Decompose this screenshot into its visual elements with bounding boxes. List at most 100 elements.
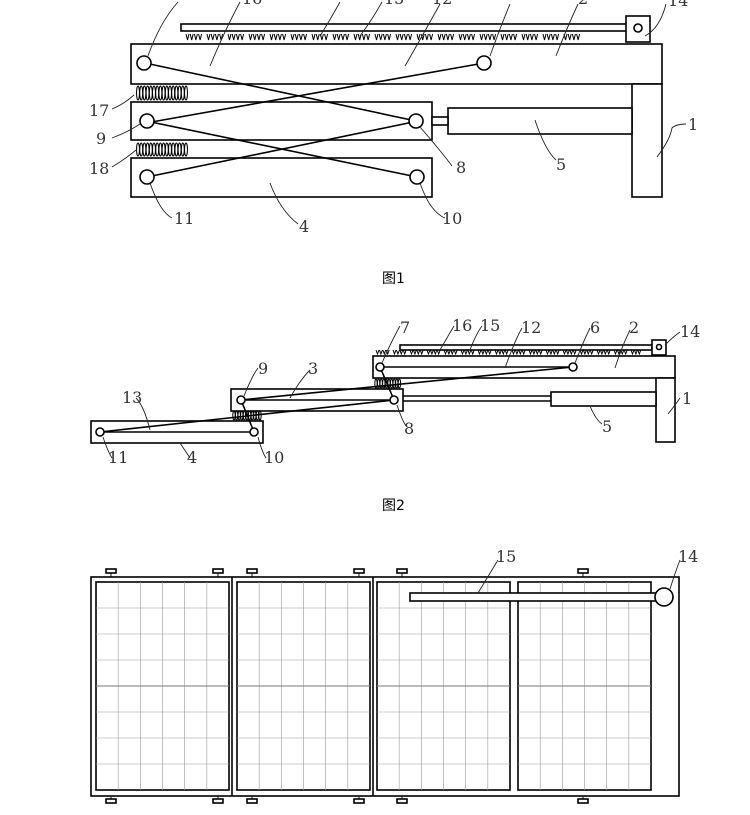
fig2-label-5: 5	[602, 417, 612, 436]
fig1-actuator-cylinder	[447, 107, 633, 135]
bristle-tufts	[375, 349, 642, 356]
fig1-bottom-panel	[130, 157, 433, 198]
fig1-top-panel	[130, 43, 663, 85]
fig1-label-10: 10	[442, 209, 462, 228]
mount-clip-bottom	[105, 798, 117, 804]
fig2-guide-rail	[399, 344, 653, 351]
spring-17-coil	[171, 85, 176, 101]
spring-17-coil	[142, 85, 147, 101]
mount-clip-top	[212, 568, 224, 574]
fig3-wiper-rail	[409, 592, 667, 602]
fig1-spring-18	[136, 142, 188, 157]
fig1-actuator-rod	[431, 116, 449, 126]
mount-clip-bottom	[212, 798, 224, 804]
figure-2: 1 5 8 10 11 4 13 9 3 7 16 15 12 6 2 14 图…	[90, 316, 700, 514]
bristle-tufts	[185, 33, 581, 41]
fig1-label-9: 9	[96, 129, 106, 148]
spring-18-coil	[171, 142, 176, 157]
fig2-actuator-cylinder	[550, 391, 657, 407]
spring-17-coil	[164, 85, 169, 101]
mount-clip-bottom	[246, 798, 258, 804]
fig2-pulley-9	[236, 395, 246, 405]
spring-mid-coil	[234, 410, 239, 421]
spring-18-coil	[142, 142, 147, 157]
fig2-label-13: 13	[122, 388, 142, 407]
fig3-wiper-pivot	[654, 587, 674, 607]
fig1-label-12: 12	[432, 0, 452, 8]
fig1-label-17: 17	[89, 101, 109, 120]
spring-mid-coil	[232, 410, 236, 421]
fig2-label-6: 6	[590, 318, 600, 337]
fig2-pulley-11	[95, 427, 105, 437]
spring-17-coil	[152, 85, 156, 101]
fig2-label-11: 11	[108, 448, 128, 467]
mount-clip-bottom	[353, 798, 365, 804]
spring-top-coil	[395, 378, 399, 389]
fig1-bracket-hole	[633, 23, 643, 33]
fig1-label-8: 8	[456, 158, 466, 177]
spring-18-coil	[177, 142, 182, 157]
spring-18-coil	[168, 142, 172, 157]
fig1-pulley-top-left	[136, 55, 152, 71]
figure-1: 1 5 8 10 11 4 17 9 18 14 2 12 16 15 图1	[89, 0, 698, 287]
spring-18-coil	[184, 142, 188, 157]
spring-18-coil	[158, 142, 163, 157]
fig2-pulley-7	[375, 362, 385, 372]
fig1-label-15: 15	[384, 0, 404, 8]
fig1-link-d	[146, 120, 419, 178]
spring-17-coil	[145, 85, 150, 101]
fig1-middle-panel	[130, 101, 433, 141]
fig2-label-4: 4	[187, 448, 197, 467]
fig2-label-3: 3	[308, 359, 318, 378]
fig1-pulley-10	[409, 169, 425, 185]
fig2-label-12: 12	[521, 318, 541, 337]
fig1-pulley-9	[139, 113, 155, 129]
fig2-support-column	[655, 377, 676, 443]
fig1-link-b	[145, 62, 485, 124]
spring-18-coil	[155, 142, 160, 157]
fig3-frame	[90, 576, 680, 797]
spring-18-coil	[174, 142, 179, 157]
fig2-label-7: 7	[400, 318, 410, 337]
spring-17-coil	[139, 85, 144, 101]
fig1-support-column	[631, 83, 663, 198]
spring-17-coil	[184, 85, 188, 101]
mount-clip-bottom	[396, 798, 408, 804]
fig3-label-15: 15	[496, 547, 516, 566]
fig2-label-15: 15	[480, 316, 500, 335]
fig2-pulley-10	[249, 427, 259, 437]
spring-top-coil	[392, 378, 396, 389]
fig2-label-9: 9	[258, 359, 268, 378]
fig1-label-2: 2	[578, 0, 588, 8]
fig1-spring-17	[136, 85, 188, 101]
fig2-caption: 图2	[382, 498, 405, 514]
fig1-pulley-8	[408, 113, 424, 129]
spring-17-coil	[155, 85, 160, 101]
fig1-caption: 图1	[382, 271, 405, 287]
spring-17-coil	[158, 85, 163, 101]
spring-17-coil	[177, 85, 182, 101]
fig1-label-11: 11	[174, 209, 194, 228]
fig2-link-short-2	[240, 399, 255, 433]
fig1-pulley-top-right	[476, 55, 492, 71]
fig1-label-16: 16	[242, 0, 262, 8]
fig1-label-14: 14	[668, 0, 688, 10]
spring-18-coil	[145, 142, 150, 157]
fig2-label-1: 1	[682, 389, 692, 408]
mount-clip-top	[246, 568, 258, 574]
fig1-link-a	[144, 62, 417, 122]
spring-18-coil	[161, 142, 166, 157]
spring-18-coil	[139, 142, 144, 157]
fig1-label-18: 18	[89, 159, 109, 178]
spring-18-coil	[148, 142, 153, 157]
spring-18-coil	[164, 142, 169, 157]
spring-mid-coil	[240, 410, 244, 421]
mount-clip-top	[353, 568, 365, 574]
fig1-label-5: 5	[556, 155, 566, 174]
mount-clip-top	[396, 568, 408, 574]
fig2-brush-bristles	[375, 349, 642, 356]
spring-18-coil	[180, 142, 185, 157]
fig1-label-4: 4	[299, 217, 309, 236]
spring-mid-coil	[237, 410, 241, 421]
spring-17-coil	[148, 85, 153, 101]
